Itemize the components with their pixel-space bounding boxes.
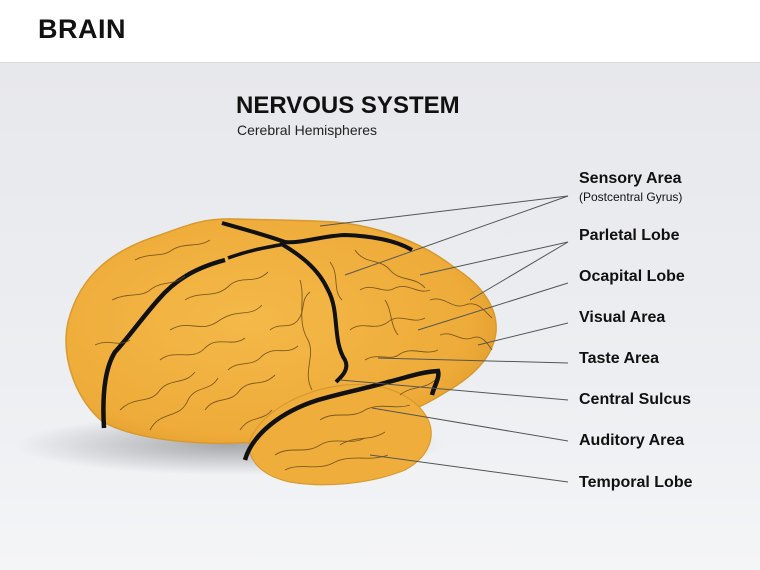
precentral-fissure [221, 221, 414, 252]
label-central-sulcus: Central Sulcus [579, 391, 692, 408]
label-auditory-area: Auditory Area [579, 432, 685, 449]
label-temporal-lobe: Temporal Lobe [579, 474, 693, 491]
central-sulcus-fissure [278, 241, 349, 384]
diagram-subtitle: Cerebral Hemispheres [237, 122, 378, 138]
leader-line-central-sulcus [339, 379, 569, 401]
label-sensory-area-note: (Postcentral Gyrus) [579, 190, 683, 204]
leader-line-visual [477, 322, 569, 346]
label-taste-area: Taste Area [579, 350, 660, 367]
leader-line-sensory-2 [344, 195, 569, 276]
label-sensory-area: Sensory Area [579, 170, 682, 187]
leader-line-temporal [369, 454, 569, 483]
label-visual-area: Visual Area [579, 309, 666, 326]
leader-line-sensory-1 [319, 195, 569, 227]
label-occipital-lobe: Ocapital Lobe [579, 268, 685, 285]
diagram-title: NERVOUS SYSTEM [236, 92, 460, 119]
leader-line-taste [377, 357, 569, 364]
leader-line-parietal-1 [419, 241, 569, 276]
gyri-lines [94, 239, 493, 471]
leader-line-parietal-2 [469, 241, 569, 301]
leader-line-occipital [417, 282, 569, 331]
frontal-fissure-upper [227, 242, 286, 260]
frontal-fissure [101, 257, 226, 429]
header-bar: BRAIN [0, 0, 760, 63]
slide-title: BRAIN [38, 14, 126, 44]
label-parietal-lobe: Parletal Lobe [579, 227, 680, 244]
leader-lines [319, 195, 569, 483]
leader-line-auditory [371, 407, 569, 442]
